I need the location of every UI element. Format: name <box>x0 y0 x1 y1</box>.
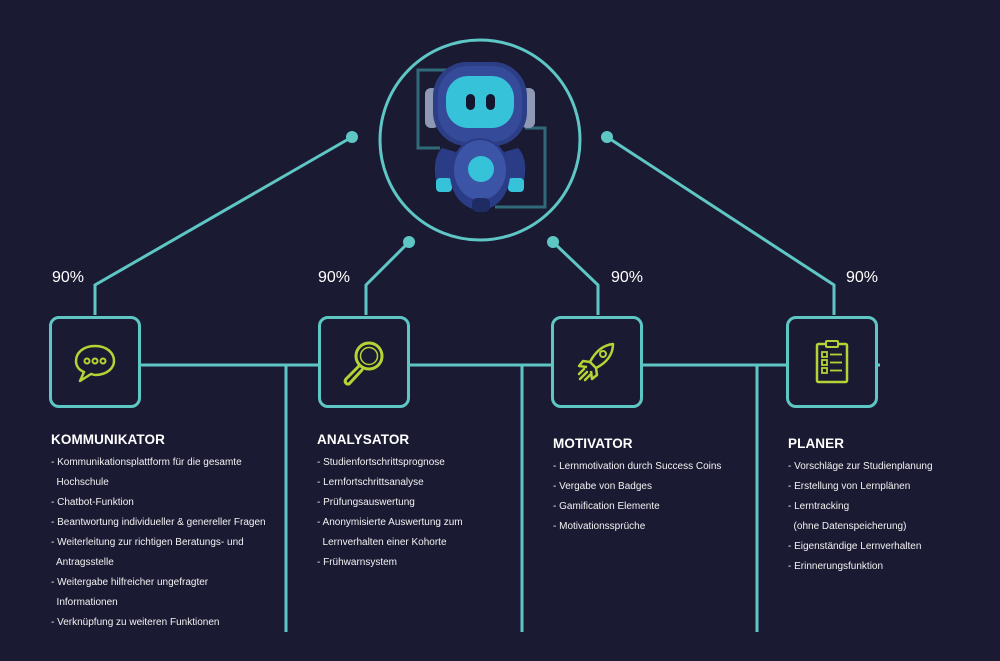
list-item: - Anonymisierte Auswertung zum <box>317 517 463 528</box>
node-dot-right <box>601 131 613 143</box>
list-item: - Lerntracking <box>788 501 850 512</box>
planer-column: PLANER - Vorschläge zur Studienplanung- … <box>788 436 1000 577</box>
checklist-icon <box>815 340 849 384</box>
list-item: - Frühwarnsystem <box>317 557 398 568</box>
analysator-list: - Studienfortschrittsprognose - Lernforts… <box>317 453 547 573</box>
list-item: - Beantwortung individueller & generelle… <box>51 517 266 528</box>
planer-box <box>786 316 878 408</box>
node-dot-left <box>346 131 358 143</box>
node-dot-inner-left <box>403 236 415 248</box>
motivator-column: MOTIVATOR - Lernmotivation durch Success… <box>553 436 783 537</box>
kommunikator-box <box>49 316 141 408</box>
percent-analysator: 90% <box>317 269 351 286</box>
list-item: (ohne Datenspeicherung) <box>788 521 907 532</box>
list-item: Informationen <box>51 597 118 608</box>
list-item: - Lernfortschrittsanalyse <box>317 477 424 488</box>
planer-title: PLANER <box>788 436 845 451</box>
list-item: - Vorschläge zur Studienplanung <box>788 461 933 472</box>
magnifier-icon <box>343 341 384 386</box>
branch-left <box>93 135 353 315</box>
bracket-left <box>416 68 470 150</box>
list-item: - Motivationssprüche <box>553 521 646 532</box>
list-item: - Chatbot-Funktion <box>51 497 134 508</box>
branch-right <box>606 135 836 315</box>
analysator-column: ANALYSATOR - Studienfortschrittsprognose… <box>317 432 547 573</box>
percent-planer: 90% <box>845 269 879 286</box>
list-item: - Kommunikationsplattform für die gesamt… <box>51 457 242 468</box>
percent-motivator: 90% <box>610 269 644 286</box>
motivator-box <box>551 316 643 408</box>
central-circle <box>378 38 582 242</box>
list-item: - Weitergabe hilfreicher ungefragter <box>51 577 209 588</box>
list-item: - Weiterleitung zur richtigen Beratungs-… <box>51 537 244 548</box>
speech-bubble-icon <box>74 344 116 383</box>
percent-kommunikator: 90% <box>51 269 85 286</box>
kommunikator-column: KOMMUNIKATOR - Kommunikationsplattform f… <box>51 432 281 633</box>
kommunikator-list: - Kommunikationsplattform für die gesamt… <box>51 453 281 633</box>
list-item: - Vergabe von Badges <box>553 481 652 492</box>
list-item: Lernverhalten einer Kohorte <box>317 537 447 548</box>
list-item: - Studienfortschrittsprognose <box>317 457 445 468</box>
analysator-box <box>318 316 410 408</box>
list-item: - Erstellung von Lernplänen <box>788 481 911 492</box>
motivator-title: MOTIVATOR <box>553 436 633 451</box>
node-dot-inner-right <box>547 236 559 248</box>
list-item: - Prüfungsauswertung <box>317 497 415 508</box>
planer-list: - Vorschläge zur Studienplanung - Erstell… <box>788 457 1000 577</box>
list-item: Hochschule <box>51 477 109 488</box>
branch-inner-left <box>364 240 411 315</box>
list-item: - Gamification Elemente <box>553 501 660 512</box>
list-item: - Lernmotivation durch Success Coins <box>553 461 722 472</box>
analysator-title: ANALYSATOR <box>317 432 410 447</box>
robot-icon <box>425 62 535 212</box>
kommunikator-title: KOMMUNIKATOR <box>51 432 165 447</box>
branch-inner-right <box>551 240 600 315</box>
list-item: - Eigenständige Lernverhalten <box>788 541 922 552</box>
rocket-icon <box>577 342 615 382</box>
motivator-list: - Lernmotivation durch Success Coins - Ve… <box>553 457 783 537</box>
list-item: - Erinnerungsfunktion <box>788 561 884 572</box>
list-item: Antragsstelle <box>51 557 114 568</box>
list-item: - Verknüpfung zu weiteren Funktionen <box>51 617 220 628</box>
bracket-right <box>495 126 547 209</box>
